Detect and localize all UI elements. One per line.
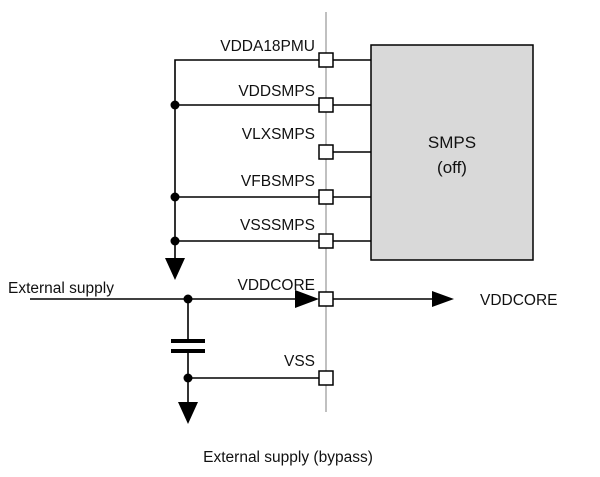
pin-label-vddcore: VDDCORE <box>237 277 315 294</box>
external-supply-label: External supply <box>8 280 114 297</box>
pin-vlxsmps <box>318 144 334 160</box>
junction-dot <box>170 100 180 110</box>
ground-arrow-top <box>165 258 185 280</box>
pin-label-vsssmps: VSSSMPS <box>240 217 315 234</box>
smps-title: SMPS <box>428 133 476 152</box>
pin-vddsmps <box>318 97 334 113</box>
pin-vsssmps <box>318 233 334 249</box>
pin-label-vfbsmps: VFBSMPS <box>241 173 315 190</box>
pin-label-vddsmps: VDDSMPS <box>238 83 315 100</box>
pin-vddcore <box>318 291 334 307</box>
pin-vdda18pmu <box>318 52 334 68</box>
junction-dot <box>170 192 180 202</box>
pin-vss <box>318 370 334 386</box>
arrow-vddcore-output <box>432 291 454 307</box>
smps-state: (off) <box>437 158 467 177</box>
pin-label-vss: VSS <box>284 353 315 370</box>
pin-label-vlxsmps: VLXSMPS <box>242 126 315 143</box>
arrow-into-vddcore <box>295 290 319 308</box>
wire-vdda18pmu-ground <box>174 59 319 258</box>
smps-block <box>370 44 534 261</box>
output-vddcore-label: VDDCORE <box>480 292 558 309</box>
ground-arrow-bottom <box>178 402 198 424</box>
pin-label-vdda18pmu: VDDA18PMU <box>220 38 315 55</box>
pin-vfbsmps <box>318 189 334 205</box>
junction-dot <box>170 236 180 246</box>
diagram-caption: External supply (bypass) <box>203 449 373 466</box>
